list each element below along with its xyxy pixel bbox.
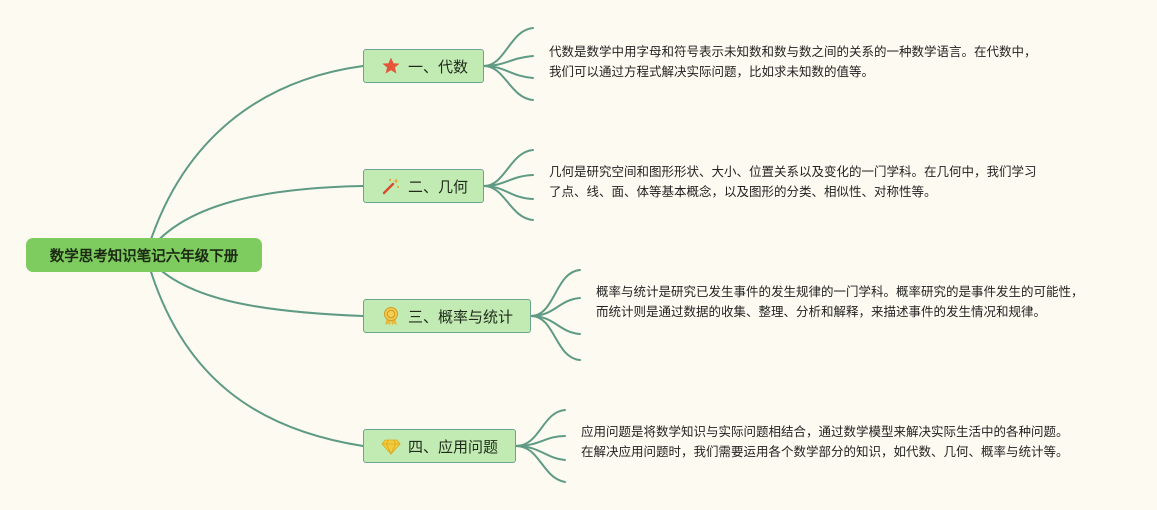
connector-fan-1d	[483, 65, 534, 101]
branch-probability-statistics[interactable]: 三、概率与统计	[363, 299, 531, 333]
connector-root-to-branch-2	[145, 185, 364, 256]
branch-geometry-label: 二、几何	[408, 177, 469, 196]
star-icon	[380, 55, 402, 77]
branch-probability-statistics-label: 三、概率与统计	[408, 307, 514, 326]
branch-applied-problems[interactable]: 四、应用问题	[363, 429, 516, 463]
magic-wand-icon	[380, 175, 402, 197]
root-topic-label: 数学思考知识笔记六年级下册	[49, 248, 239, 265]
connector-root-to-branch-1	[145, 65, 364, 256]
connector-root-to-branch-4	[145, 254, 364, 447]
branch-algebra[interactable]: 一、代数	[363, 49, 484, 83]
note-probability-statistics: 概率与统计是研究已发生事件的发生规律的一门学科。概率研究的是事件发生的可能性，而…	[596, 284, 1084, 319]
note-algebra: 代数是数学中用字母和符号表示未知数和数与数之间的关系的一种数学语言。在代数中，我…	[549, 44, 1037, 79]
diamond-icon	[380, 435, 402, 457]
root-topic[interactable]: 数学思考知识笔记六年级下册	[26, 238, 262, 272]
branch-geometry[interactable]: 二、几何	[363, 169, 484, 203]
connector-fan-3c	[530, 315, 581, 335]
branch-algebra-label: 一、代数	[408, 57, 469, 76]
note-applied-problems: 应用问题是将数学知识与实际问题相结合，通过数学模型来解决实际生活中的各种问题。在…	[581, 424, 1069, 459]
connector-fan-1a	[483, 27, 534, 67]
connector-fan-3d	[530, 315, 581, 361]
note-geometry: 几何是研究空间和图形形状、大小、位置关系以及变化的一门学科。在几何中，我们学习了…	[549, 164, 1037, 199]
award-ribbon-icon	[380, 305, 402, 327]
connector-fan-4d	[515, 445, 566, 483]
connector-fan-2d	[483, 185, 534, 221]
branch-applied-problems-label: 四、应用问题	[408, 437, 499, 456]
